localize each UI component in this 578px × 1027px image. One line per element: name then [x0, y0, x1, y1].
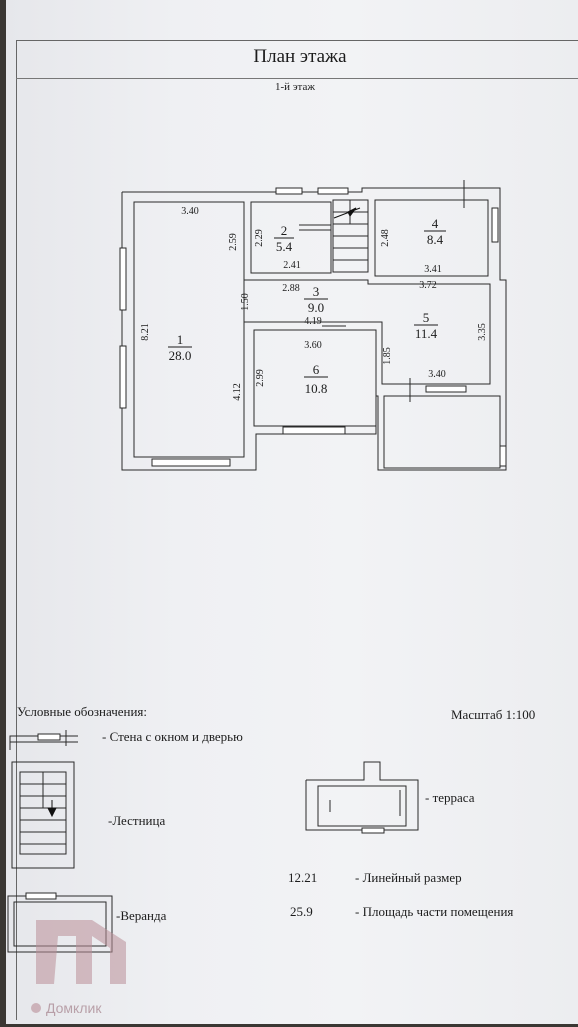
outer-wall — [121, 187, 507, 471]
legend-heading: Условные обозначения: — [17, 704, 148, 719]
dim-room6-top: 3.60 — [304, 340, 322, 351]
window-room6-bottom — [282, 426, 346, 435]
room-2-number: 2 — [281, 223, 288, 238]
dim-room5-top: 3.72 — [419, 280, 437, 291]
room-3-number: 3 — [313, 284, 320, 299]
dim-room6-top-outer: 4.19 — [304, 316, 322, 327]
dim-room1-top: 3.40 — [181, 206, 199, 217]
window-room2-top — [275, 187, 303, 195]
scale-label: Масштаб 1:100 — [451, 707, 536, 722]
room-4-area: 8.4 — [427, 232, 444, 247]
dim-room1-side-upper: 2.59 — [228, 233, 239, 251]
page-title: План этажа — [253, 46, 347, 67]
stair-arrow-icon — [333, 207, 361, 219]
legend-wall-label: - Стена с окном и дверью — [102, 729, 243, 744]
room-1-outline — [133, 201, 245, 458]
room-3-area: 9.0 — [308, 300, 324, 315]
room-5-area: 11.4 — [415, 326, 438, 341]
dim-room6-left: 2.99 — [255, 369, 266, 387]
room-4-number: 4 — [432, 216, 439, 231]
dim-hall-left: 1.50 — [240, 293, 251, 311]
dim-room4-left: 2.48 — [380, 229, 391, 247]
plan-sheet — [6, 0, 578, 1024]
room-6-area: 10.8 — [305, 381, 328, 396]
window-room1-left-bottom — [119, 345, 127, 409]
room-6-number: 6 — [313, 362, 320, 377]
window-veranda-right — [499, 445, 507, 467]
room-1-area: 28.0 — [169, 348, 192, 363]
window-room3-top — [317, 187, 349, 195]
dim-room2-bottom: 2.41 — [283, 260, 301, 271]
legend-stair-arrow-icon — [47, 800, 57, 818]
legend-linear-label: - Линейный размер — [355, 870, 462, 885]
veranda-outline — [383, 395, 501, 469]
frame-left-border — [16, 40, 17, 1020]
legend-area-label: - Площадь части помещения — [355, 904, 514, 919]
dim-room5-right: 3.35 — [477, 323, 488, 341]
legend-area-example: 25.9 — [290, 904, 313, 919]
room-4-outline — [374, 199, 489, 277]
frame-top-border — [16, 40, 578, 41]
dim-room2-left: 2.29 — [254, 229, 265, 247]
window-room1-bottom — [151, 458, 231, 467]
legend-stairs-label: -Лестница — [108, 813, 166, 828]
window-room5-bottom — [425, 385, 467, 393]
domclick-logo-icon: Домклик — [31, 920, 126, 1016]
title-divider — [16, 78, 578, 79]
domclick-watermark: Домклик — [6, 902, 166, 1022]
watermark-brand: Домклик — [46, 1000, 102, 1016]
dim-hall-top: 2.88 — [282, 283, 300, 294]
dim-room5-left: 1.85 — [382, 347, 393, 365]
window-room1-left-top — [119, 247, 127, 311]
room-2-area: 5.4 — [276, 239, 293, 254]
room-3-outline — [244, 279, 491, 385]
dim-room1-left: 8.21 — [140, 323, 151, 341]
legend-veranda-label: -Веранда — [116, 908, 167, 923]
floor-label: 1-й этаж — [275, 81, 315, 93]
dim-room4-bottom: 3.41 — [424, 264, 442, 275]
legend-veranda-symbol — [7, 895, 113, 953]
legend-stairs-symbol — [11, 761, 75, 869]
dim-room1-side-lower: 4.12 — [232, 383, 243, 401]
legend-linear-example: 12.21 — [288, 870, 318, 885]
legend-terrace-symbol — [305, 761, 419, 831]
room-6-outline — [253, 329, 377, 427]
window-room4-right — [491, 207, 499, 243]
room-5-number: 5 — [423, 310, 430, 325]
legend-terrace-label: - терраса — [425, 790, 475, 805]
dim-room5-bottom: 3.40 — [428, 369, 446, 380]
room-1-number: 1 — [177, 332, 184, 347]
